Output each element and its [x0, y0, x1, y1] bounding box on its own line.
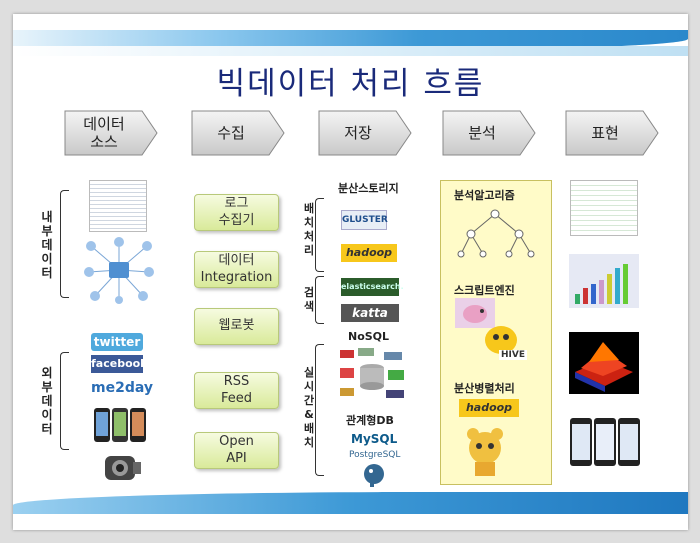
- hadoop-elephant-mascot-icon: [467, 428, 503, 476]
- bottom-banner: [13, 492, 688, 514]
- internal-brace: [60, 190, 69, 298]
- slide: 빅데이터 처리 흐름 데이터 소스 수집 저장 분석 표현 내부데이터 외부데이…: [13, 14, 688, 530]
- hadoop-logo: hadoop: [341, 244, 397, 262]
- spreadsheet-thumbnail: [89, 180, 147, 232]
- collect-open-api: Open API: [194, 432, 279, 469]
- elasticsearch-logo: elasticsearch.: [341, 278, 404, 296]
- realtime-batch-label: 실시간&배치: [303, 366, 315, 449]
- network-diagram-icon: [84, 237, 154, 304]
- script-engine-heading: 스크립트엔진: [454, 284, 515, 297]
- smartphones-icon: [94, 408, 146, 442]
- decision-tree-icon: [457, 209, 535, 258]
- realtime-brace: [315, 344, 324, 476]
- postgresql-logo: PostgreSQL: [349, 450, 401, 460]
- collect-web-robot: 웹로봇: [194, 308, 279, 345]
- surface-plot-thumbnail: [569, 332, 639, 394]
- nosql-logos-cluster: [340, 348, 404, 398]
- nosql-heading: NoSQL: [348, 330, 390, 343]
- internal-data-label: 내부데이터: [41, 210, 53, 280]
- slide-title: 빅데이터 처리 흐름: [216, 66, 485, 102]
- me2day-logo: me2day: [91, 380, 153, 396]
- gluster-logo: GLUSTER: [341, 210, 388, 230]
- stage-label: 데이터 소스: [83, 115, 125, 151]
- postgresql-elephant-icon: [364, 464, 384, 487]
- facebook-logo: facebook: [91, 355, 148, 373]
- collect-log-collector: 로그 수집기: [194, 194, 279, 231]
- batch-brace: [315, 198, 324, 272]
- distributed-parallel-heading: 분산병렬처리: [454, 382, 515, 395]
- mobile-dashboards-thumbnail: [570, 418, 640, 466]
- external-brace: [60, 352, 69, 450]
- search-brace: [315, 276, 324, 324]
- collect-rss-feed: RSS Feed: [194, 372, 279, 409]
- stage-label: 저장: [344, 124, 372, 142]
- twitter-logo: twitter: [91, 333, 143, 351]
- pig-logo-icon: [455, 298, 495, 328]
- stage-label: 표현: [591, 124, 619, 142]
- distributed-storage-heading: 분산스토리지: [338, 182, 399, 195]
- hive-logo: HIVE: [479, 324, 527, 362]
- stage-label: 분석: [468, 124, 496, 142]
- mysql-logo: MySQL: [351, 432, 398, 446]
- katta-logo: katta: [341, 304, 399, 322]
- analysis-algorithm-heading: 분석알고리즘: [454, 189, 515, 202]
- hive-label: HIVE: [499, 350, 527, 360]
- bar-chart-3d-thumbnail: [569, 254, 639, 308]
- external-data-label: 외부데이터: [41, 366, 53, 436]
- collect-data-integration: 데이터 Integration: [194, 251, 279, 288]
- top-banner-highlight: [13, 46, 688, 56]
- report-table-thumbnail: [570, 180, 638, 236]
- rdb-heading: 관계형DB: [346, 414, 394, 427]
- camera-device-icon: [105, 456, 141, 480]
- stage-label: 수집: [217, 124, 245, 142]
- search-label: 검색: [303, 286, 315, 313]
- hadoop-analysis-logo: hadoop: [459, 399, 519, 417]
- batch-process-label: 배치처리: [303, 202, 315, 257]
